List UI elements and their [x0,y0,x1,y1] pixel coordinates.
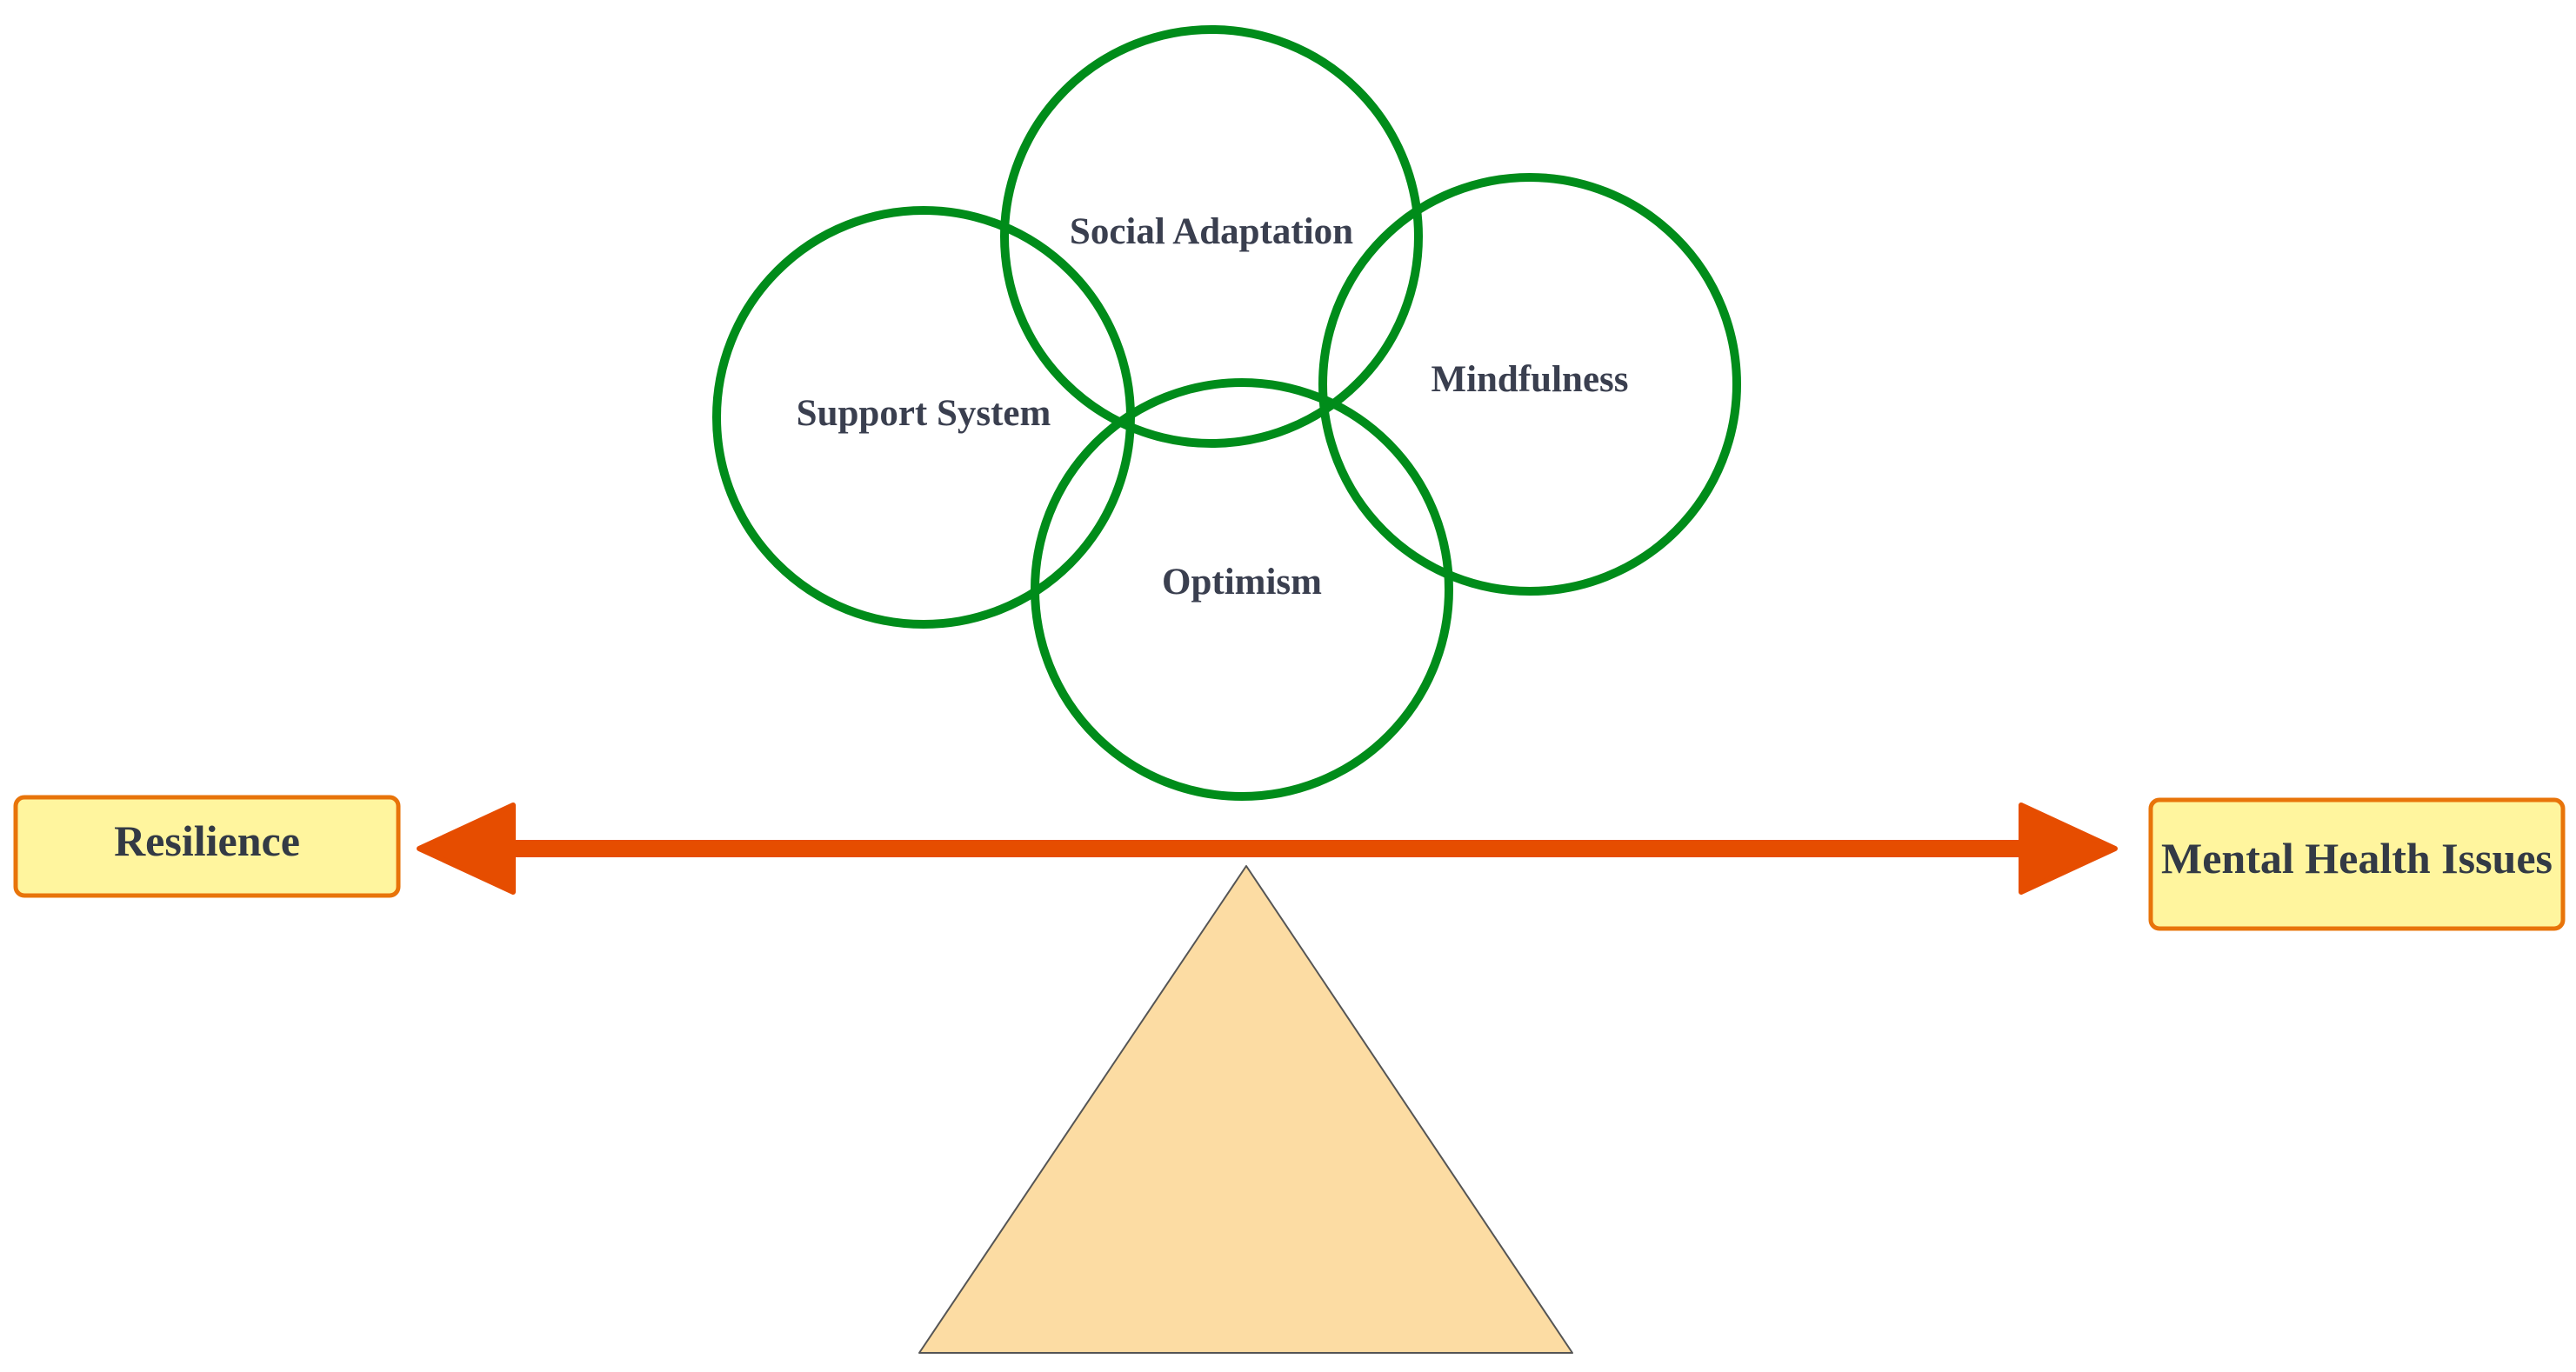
resilience-box: Resilience [13,795,401,898]
label-optimism: Optimism [1162,562,1322,603]
circle-optimism [1031,378,1453,801]
label-social-adaptation: Social Adaptation [1070,211,1353,252]
resilience-label: Resilience [114,816,300,865]
fulcrum-triangle [918,865,1573,1354]
arrow-head-right [2019,803,2118,895]
balance-beam-arrow [417,803,2118,895]
arrow-shaft [513,840,2022,857]
circle-social-adaptation [1000,25,1423,448]
mental-health-issues-box: Mental Health Issues [2148,797,2566,931]
label-support-system: Support System [797,393,1051,434]
label-mindfulness: Mindfulness [1431,359,1628,400]
circle-mindfulness [1318,173,1741,596]
resilience-factors [712,25,1741,801]
arrow-head-left [417,803,516,895]
mental-health-issues-label: Mental Health Issues [2161,834,2553,882]
